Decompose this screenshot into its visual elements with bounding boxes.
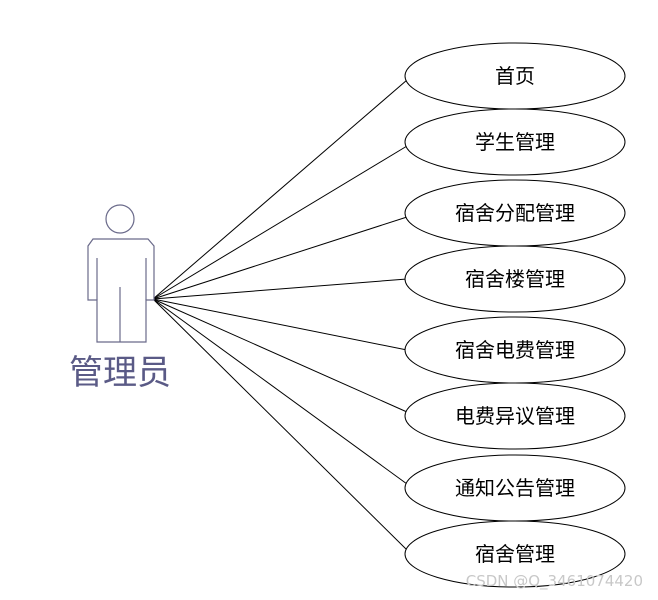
association-line xyxy=(152,298,408,551)
association-lines xyxy=(152,79,408,551)
use-case-label: 宿舍管理 xyxy=(475,542,555,566)
association-line xyxy=(152,298,408,351)
use-case-label: 宿舍电费管理 xyxy=(455,338,575,362)
use-case: 宿舍分配管理 xyxy=(404,179,626,247)
use-case: 通知公告管理 xyxy=(404,454,626,522)
use-case: 宿舍楼管理 xyxy=(404,245,626,313)
use-case: 首页 xyxy=(404,42,626,110)
use-case-label: 首页 xyxy=(495,64,535,88)
actor-figure: 管理员 xyxy=(69,204,171,393)
use-case-label: 宿舍楼管理 xyxy=(465,267,565,291)
association-line xyxy=(152,298,408,485)
association-line xyxy=(152,298,408,413)
use-case-label: 通知公告管理 xyxy=(455,476,575,500)
use-case-ellipse xyxy=(404,382,626,450)
watermark: CSDN @Q_3461074420 xyxy=(466,572,643,591)
association-line xyxy=(152,145,408,300)
actor-name: 管理员 xyxy=(69,353,171,393)
use-case-label: 宿舍分配管理 xyxy=(455,201,575,225)
use-case: 宿舍管理 xyxy=(404,520,626,588)
association-line xyxy=(152,216,408,300)
actor-body xyxy=(87,238,155,343)
use-case: 宿舍电费管理 xyxy=(404,316,626,384)
actor-head xyxy=(105,204,135,234)
use-case-ellipse xyxy=(404,520,626,588)
use-case-ellipse xyxy=(404,108,626,176)
use-case: 学生管理 xyxy=(404,108,626,176)
association-line xyxy=(152,79,408,300)
use-case-label: 学生管理 xyxy=(475,130,555,154)
use-case-label: 电费异议管理 xyxy=(455,404,575,428)
association-line xyxy=(152,278,408,300)
use-case: 电费异议管理 xyxy=(404,382,626,450)
use-case-ellipse xyxy=(404,245,626,313)
